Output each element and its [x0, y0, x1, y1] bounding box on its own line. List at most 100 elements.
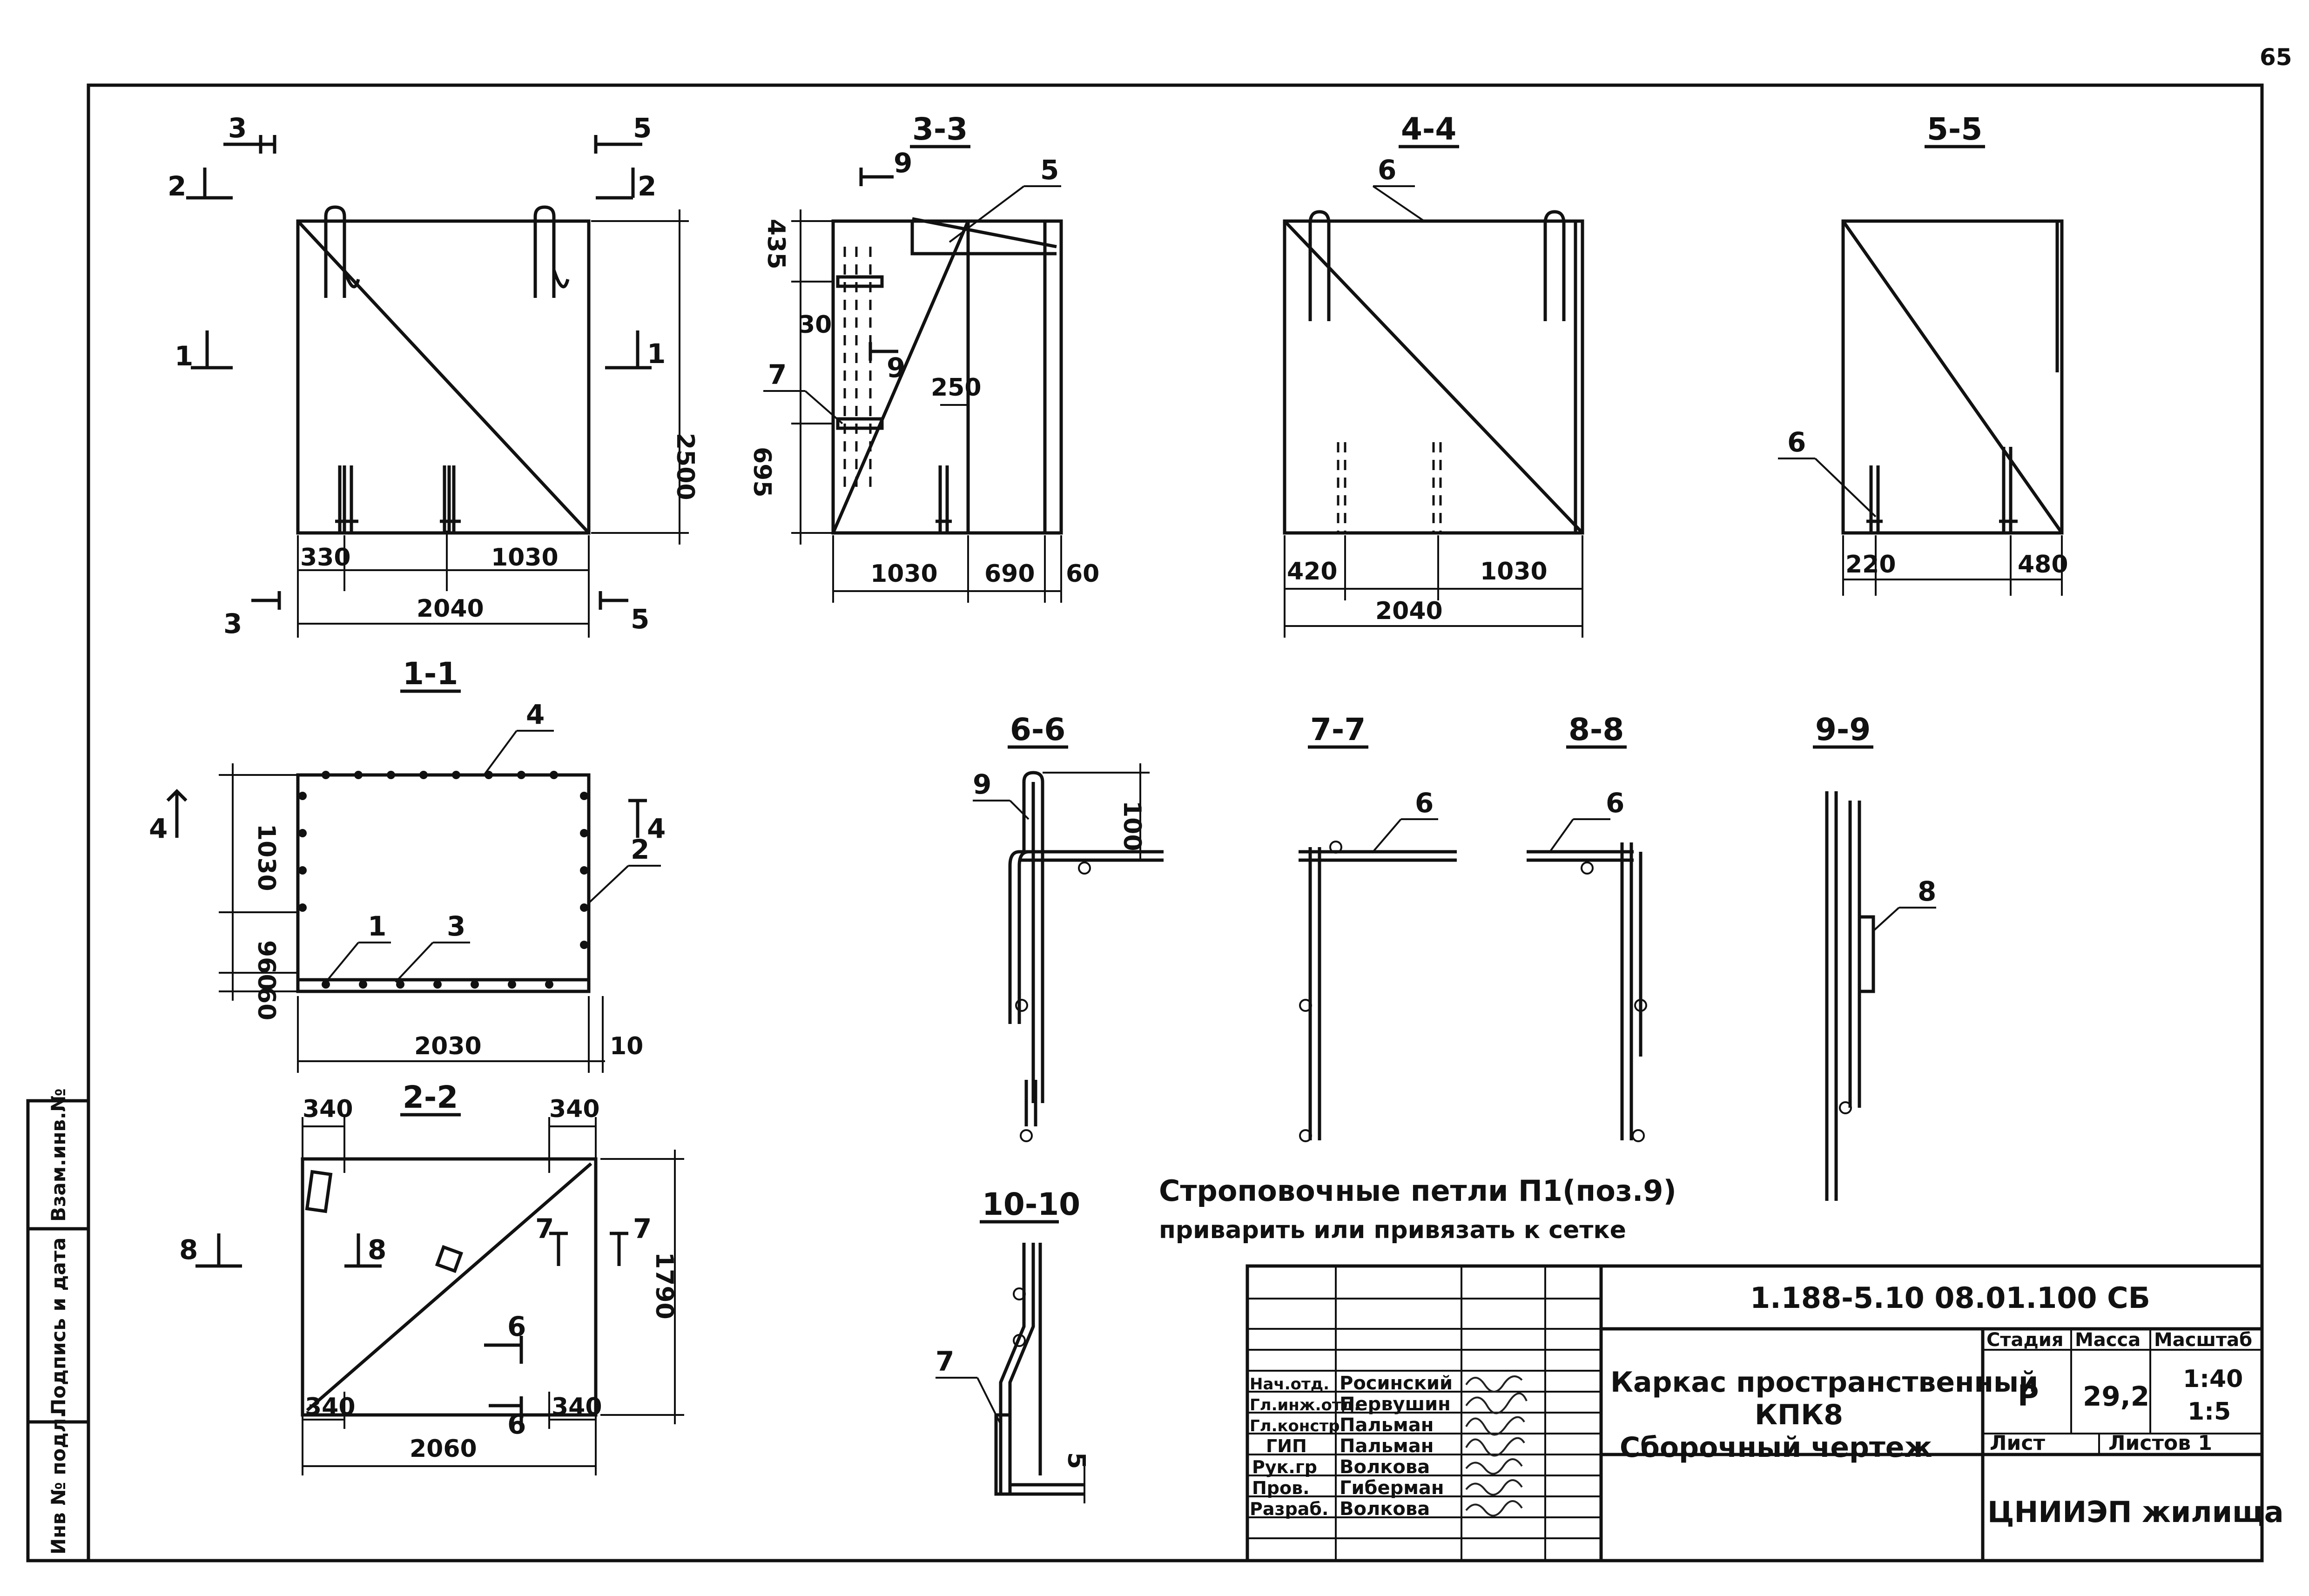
- detail-10-10: 10-10 5 7: [936, 1186, 1090, 1503]
- dim-1030: 1030: [491, 544, 559, 572]
- cut-mark-8-left: 8: [179, 1234, 198, 1266]
- view-elevation-main: 330 1030 2040 2500 3 2 1 5 2 1 3 5: [168, 112, 699, 640]
- detail-8-8: 8-8 6: [1527, 712, 1647, 1142]
- role-1: Гл.инж.отд.: [1250, 1396, 1360, 1414]
- role-4: Рук.гр: [1252, 1457, 1317, 1477]
- cut-mark-9-mid: 9: [887, 352, 905, 384]
- dim-695: 695: [748, 447, 776, 498]
- role-5: Пров.: [1252, 1478, 1310, 1498]
- dim-690: 690: [984, 560, 1035, 588]
- dim-5: 5: [1062, 1452, 1090, 1469]
- organization: ЦНИИЭП жилища: [1987, 1495, 2284, 1529]
- dim-1030-s33: 1030: [870, 560, 938, 588]
- note-line-2: приварить или привязать к сетке: [1159, 1216, 1626, 1244]
- view-section-4-4: 4-4 420 1030 2040 6: [1283, 111, 1584, 638]
- signatures: [1465, 1375, 1528, 1517]
- pos-6-leader-77: 6: [1415, 787, 1434, 819]
- dim-1790: 1790: [650, 1252, 678, 1320]
- pos-9-leader: 9: [973, 768, 991, 800]
- name-6: Волкова: [1340, 1498, 1430, 1520]
- pos-6-leader-88: 6: [1606, 787, 1624, 819]
- dim-250: 250: [931, 374, 982, 402]
- view-section-5-5: 5-5 220 480 6: [1778, 111, 2068, 596]
- name-1: Первушин: [1340, 1394, 1451, 1415]
- role-6: Разраб.: [1250, 1499, 1328, 1519]
- sheet-label: Лист: [1990, 1431, 2045, 1455]
- cut-mark-2-right: 2: [638, 170, 656, 202]
- cut-mark-2-left: 2: [168, 170, 186, 202]
- view-section-1-1: 1-1 1030 960 60 2030: [149, 656, 666, 1073]
- doc-code: 1.188-5.10 08.01.100 СБ: [1750, 1281, 2150, 1315]
- dim-340-tr: 340: [549, 1095, 600, 1123]
- drawing-frame: [87, 83, 2264, 1562]
- cut-mark-1-right: 1: [647, 338, 666, 370]
- dim-340-br: 340: [552, 1393, 602, 1421]
- dim-2500: 2500: [671, 433, 699, 500]
- pos-7-leader-1010: 7: [936, 1346, 954, 1377]
- name-3: Пальман: [1340, 1435, 1434, 1457]
- cut-mark-7-inner: 7: [535, 1213, 554, 1245]
- view-section-2-2: 2-2 340 340 340 340 2060 1790 8 8 7: [179, 1079, 684, 1475]
- section-label-4-4: 4-4: [1401, 111, 1456, 147]
- cut-mark-9-top: 9: [894, 147, 912, 179]
- doc-title-3: Сборочный чертеж: [1620, 1431, 1932, 1464]
- dim-30: 30: [798, 311, 832, 339]
- cut-mark-4-right: 4: [647, 813, 666, 844]
- dim-2030: 2030: [414, 1032, 482, 1060]
- dim-100: 100: [1118, 801, 1146, 851]
- name-4: Волкова: [1340, 1456, 1430, 1478]
- pos-5-leader: 5: [1040, 154, 1059, 186]
- dim-340-tl: 340: [303, 1095, 353, 1123]
- pos-8-leader: 8: [1918, 875, 1936, 907]
- dim-960: 960: [252, 940, 280, 991]
- mass-value: 29,2: [2083, 1381, 2149, 1412]
- dim-220: 220: [1845, 551, 1896, 579]
- cut-mark-6-top: 6: [507, 1311, 526, 1342]
- pos-4-leader: 4: [526, 699, 545, 730]
- plan-rebar-dots: [298, 771, 588, 989]
- scale-value-1: 1:40: [2183, 1365, 2243, 1393]
- detail-6-6: 6-6 100 9: [973, 712, 1164, 1142]
- dim-435: 435: [762, 219, 790, 269]
- role-3: ГИП: [1266, 1436, 1307, 1456]
- cut-mark-3-bottom: 3: [223, 608, 242, 640]
- role-2: Гл.констр.: [1250, 1417, 1346, 1435]
- section-label-6-6: 6-6: [1010, 712, 1065, 747]
- doc-title-1: Каркас пространственный: [1610, 1366, 2038, 1399]
- role-0: Нач.отд.: [1250, 1375, 1329, 1394]
- dim-10: 10: [610, 1032, 643, 1060]
- scale-label: Масштаб: [2154, 1329, 2252, 1351]
- side-stamp: Инв № подл. Подпись и дата Взам.инв.№: [26, 1088, 90, 1562]
- side-stamp-inv-orig: Инв № подл.: [47, 1411, 70, 1555]
- detail-7-7: 7-7 6: [1299, 712, 1457, 1142]
- cut-mark-1-left: 1: [175, 340, 193, 372]
- name-5: Гиберман: [1340, 1477, 1444, 1499]
- pos-1-leader: 1: [368, 910, 386, 942]
- pos-6-leader-s55: 6: [1787, 426, 1806, 458]
- dim-2040-s44: 2040: [1375, 597, 1443, 625]
- doc-title-2: КПК8: [1755, 1399, 1843, 1431]
- detail-9-9: 9-9 8: [1813, 712, 1936, 1201]
- pos-7-leader: 7: [768, 359, 787, 391]
- stage-value: Р: [2018, 1379, 2039, 1413]
- note-line-1: Строповочные петли П1(поз.9): [1159, 1174, 1676, 1208]
- dim-340-bl: 340: [305, 1393, 356, 1421]
- title-block: Нач.отд. Гл.инж.отд. Гл.констр. ГИП Рук.…: [1245, 1264, 2284, 1562]
- cut-mark-5-bottom: 5: [631, 603, 649, 635]
- dim-420: 420: [1287, 558, 1338, 586]
- section-label-8-8: 8-8: [1569, 712, 1624, 747]
- dim-480: 480: [2018, 551, 2068, 579]
- name-0: Росинский: [1340, 1373, 1453, 1394]
- mass-label: Масса: [2075, 1329, 2141, 1351]
- dim-1030-s11: 1030: [252, 824, 280, 891]
- page-number: 65: [2260, 44, 2292, 71]
- cut-mark-6-bottom: 6: [507, 1408, 526, 1440]
- side-stamp-signature-date: Подпись и дата: [47, 1238, 70, 1415]
- stage-label: Стадия: [1986, 1329, 2064, 1351]
- cut-mark-3-top: 3: [228, 112, 247, 144]
- section-label-3-3: 3-3: [912, 111, 968, 147]
- dim-2060: 2060: [410, 1435, 477, 1463]
- name-2: Пальман: [1340, 1414, 1434, 1436]
- pos-3-leader: 3: [447, 910, 465, 942]
